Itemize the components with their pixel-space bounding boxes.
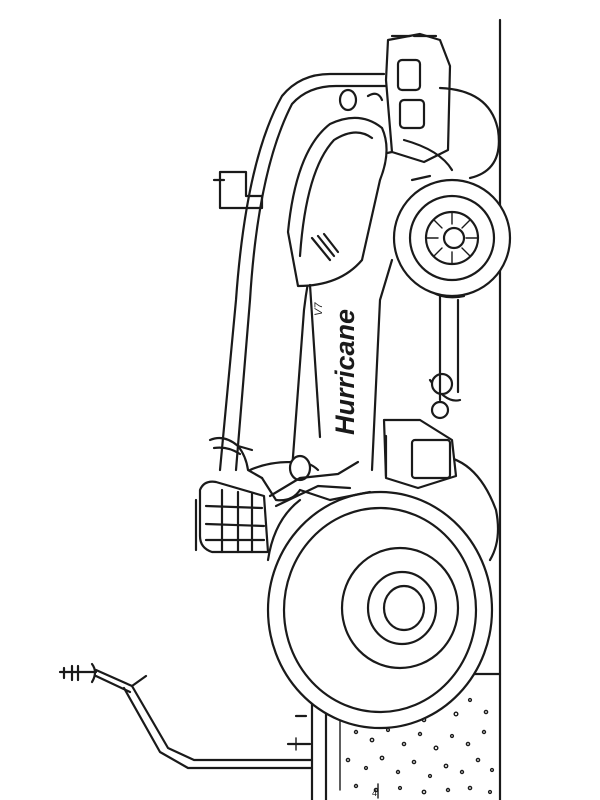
driver-figure <box>208 436 372 508</box>
roll-cage <box>194 480 270 554</box>
brand-lettering: Hurricane <box>308 283 360 439</box>
badge-text: V7 <box>313 302 325 316</box>
brand-text: Hurricane <box>330 309 360 435</box>
tractor-body <box>212 32 512 490</box>
badge-lettering: V7 <box>313 302 325 316</box>
hitch-bar <box>58 662 314 770</box>
rear-wheel <box>266 454 500 730</box>
trailer-tag: 4 <box>372 788 377 798</box>
